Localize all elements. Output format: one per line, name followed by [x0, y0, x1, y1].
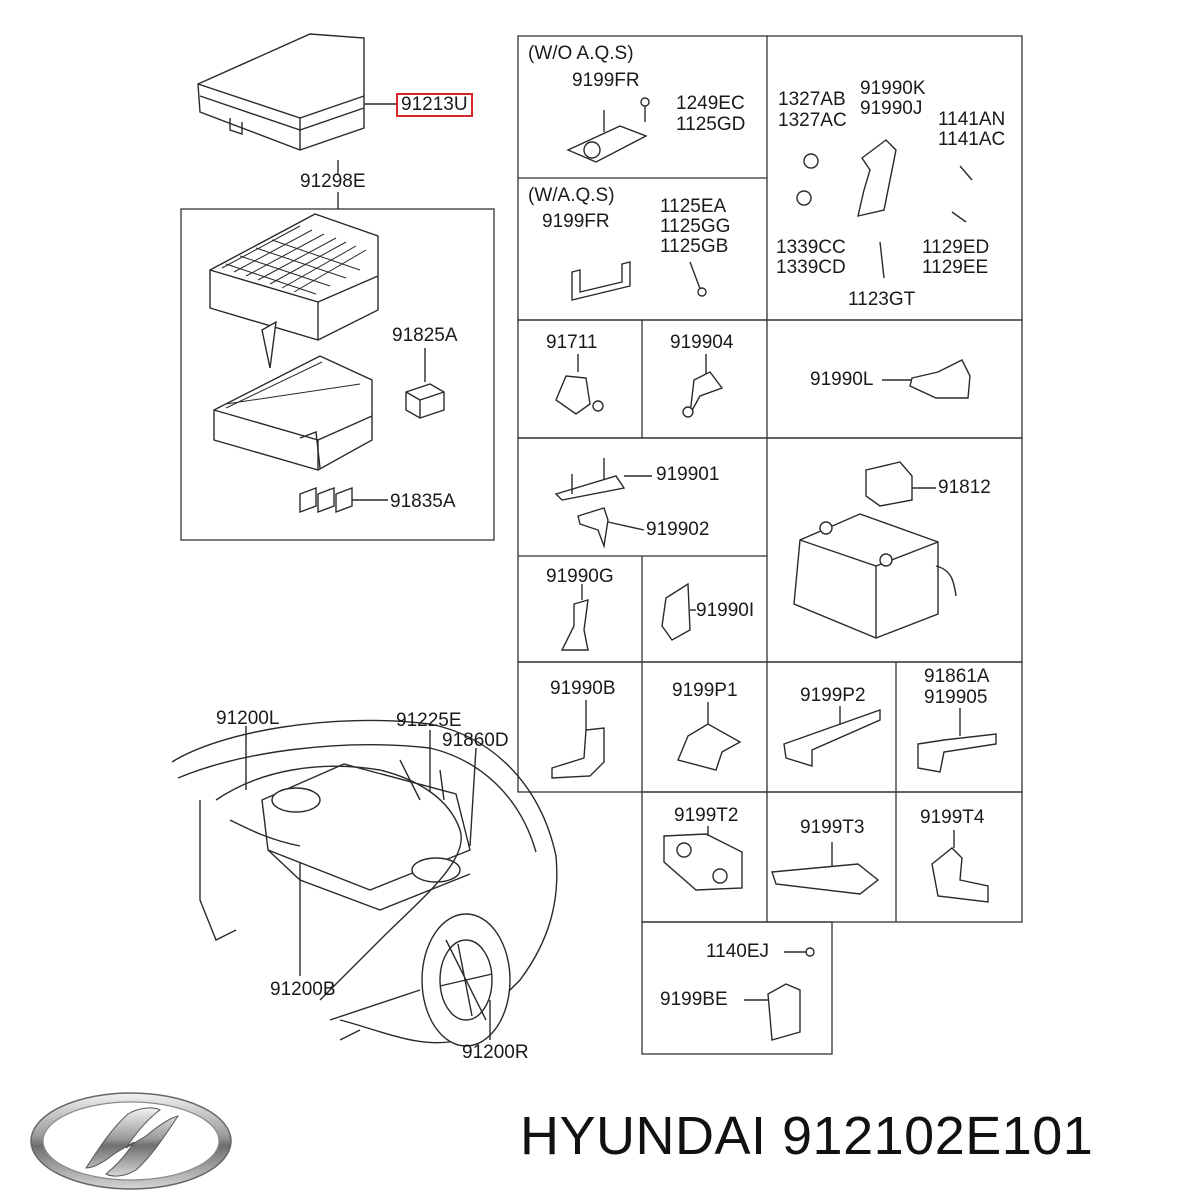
label-w-bracket: 9199FR [542, 211, 610, 232]
label-wiring-l: 91200L [216, 708, 280, 729]
label-bracket-j: 91990J [860, 98, 923, 119]
label-wiring-e: 91225E [396, 710, 462, 731]
label-battery-sensor: 91812 [938, 477, 991, 498]
label-wo-aqs: (W/O A.Q.S) [528, 43, 634, 64]
label-clip-01: 919901 [656, 464, 720, 485]
label-relay: 91825A [392, 325, 458, 346]
label-bolt-gt: 1123GT [848, 289, 916, 310]
label-fuse: 91835A [390, 491, 456, 512]
label-bracket-b: 91990B [550, 678, 616, 699]
label-wiring-r: 91200R [462, 1042, 529, 1063]
label-bolt-ee: 1129EE [922, 257, 989, 278]
label-bolt-ed: 1129ED [922, 237, 990, 258]
label-bracket-be: 9199BE [660, 989, 728, 1010]
parts-grid [517, 35, 1023, 1055]
hyundai-logo-icon [30, 1092, 232, 1190]
label-w-aqs: (W/A.Q.S) [528, 185, 615, 206]
label-clip-02: 919902 [646, 519, 710, 540]
label-nut-cc: 1339CC [776, 237, 846, 258]
label-cover: 91213U [396, 93, 473, 117]
relay-box-panel [180, 192, 495, 541]
label-protector: 91861A [924, 666, 990, 687]
label-bracket-p2: 9199P2 [800, 685, 866, 706]
label-relay-box-assy: 91298E [300, 171, 366, 192]
label-bolt-ac: 1141AC [938, 129, 1006, 150]
label-bracket-i: 91990I [696, 600, 755, 621]
label-wo-bolt-a: 1249EC [676, 93, 745, 114]
label-w-bolt-b: 1125GG [660, 216, 731, 237]
label-nut-a: 1327AB [778, 89, 846, 110]
label-bracket-g: 91990G [546, 566, 614, 587]
label-clip-04: 919904 [670, 332, 734, 353]
label-grommet: 91711 [546, 332, 598, 353]
label-bracket-t3: 9199T3 [800, 817, 865, 838]
brand-part-number: HYUNDAI 912102E101 [520, 1106, 1094, 1166]
label-clip-05: 919905 [924, 687, 988, 708]
label-w-bolt-a: 1125EA [660, 196, 727, 217]
part-sketches [551, 97, 997, 1041]
label-w-bolt-c: 1125GB [660, 236, 729, 257]
trunk-wiring-sketch [171, 719, 558, 1047]
label-bracket-k: 91990K [860, 78, 926, 99]
label-wiring-d: 91860D [442, 730, 509, 751]
label-bracket-p1: 9199P1 [672, 680, 738, 701]
label-bracket-t2: 9199T2 [674, 805, 739, 826]
label-wo-bracket: 9199FR [572, 70, 640, 91]
label-nut-b: 1327AC [778, 110, 847, 131]
relay-box-cover [197, 33, 398, 175]
label-bracket-l: 91990L [810, 369, 874, 390]
label-wo-bolt-b: 1125GD [676, 114, 746, 135]
label-wiring-b: 91200B [270, 979, 336, 1000]
label-bolt-ej: 1140EJ [706, 941, 770, 962]
label-bolt-an: 1141AN [938, 109, 1006, 130]
label-nut-cd: 1339CD [776, 257, 846, 278]
label-bracket-t4: 9199T4 [920, 807, 985, 828]
